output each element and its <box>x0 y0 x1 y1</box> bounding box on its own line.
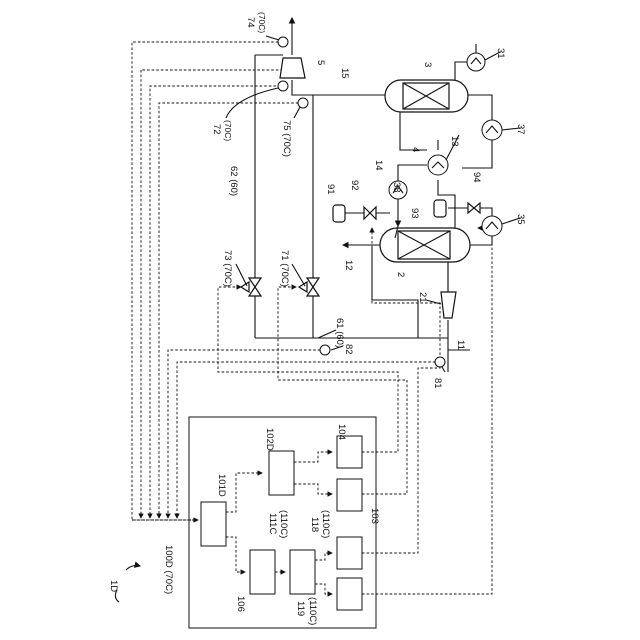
label-111c-sub: (110C) <box>278 510 289 538</box>
label-106: 106 <box>235 596 246 612</box>
label-93: 93 <box>409 208 420 219</box>
block-119 <box>337 578 362 610</box>
label-72: 72 <box>211 124 222 135</box>
block-118 <box>337 537 362 569</box>
label-119: 119 <box>295 601 306 616</box>
block-106 <box>250 550 275 594</box>
valve-94 <box>468 203 480 213</box>
pump-35 <box>482 216 502 236</box>
label-118-sub: (110C) <box>320 510 331 538</box>
label-74: 74 <box>245 17 256 28</box>
label-11: 11 <box>455 340 466 350</box>
label-103: 103 <box>369 508 380 524</box>
sensor-74 <box>278 37 288 47</box>
label-14: 14 <box>373 160 384 171</box>
label-92: 92 <box>349 180 360 191</box>
label-4: 4 <box>410 147 421 152</box>
label-94: 94 <box>471 172 482 183</box>
reactor-2 <box>380 228 470 262</box>
label-118: 118 <box>309 517 320 532</box>
label-82: 82 <box>343 344 354 355</box>
label-102d: 102D <box>264 428 275 451</box>
label-72-sub: (70C) <box>223 120 233 141</box>
label-21: 21 <box>417 292 428 303</box>
label-37: 37 <box>515 124 526 135</box>
label-104: 104 <box>336 424 347 440</box>
sensor-81 <box>435 357 445 367</box>
sensor-82 <box>320 345 330 355</box>
heat-exchanger-4 <box>428 155 448 175</box>
block-102d <box>269 451 294 495</box>
label-74-sub: (70C) <box>257 12 267 33</box>
label-75: 75 (70C) <box>281 120 292 157</box>
label-71: 71 (70C) <box>279 250 290 287</box>
label-81: 81 <box>432 378 443 389</box>
reactor-3 <box>385 80 468 112</box>
tank-93 <box>434 200 446 217</box>
block-101d <box>201 502 226 546</box>
tank-91 <box>333 205 345 222</box>
label-15: 15 <box>339 68 350 79</box>
sensor-labels: 74 (70C) 72 (70C) 75 (70C) 62 (60) 73 (7… <box>211 12 443 389</box>
figure-arrow <box>126 566 140 571</box>
label-111c: 111C <box>267 513 278 534</box>
sensor-75 <box>298 98 308 108</box>
turbine-5 <box>280 58 305 78</box>
compressor-21 <box>441 292 456 318</box>
label-101d: 101D <box>216 474 227 497</box>
valve-92 <box>364 207 376 219</box>
label-119-sub: (110C) <box>307 597 318 625</box>
label-73: 73 (70C) <box>222 250 233 287</box>
pump-37 <box>482 120 502 140</box>
cooler-31 <box>467 44 485 71</box>
sensor-72 <box>278 81 288 91</box>
label-38: 38 <box>391 182 402 193</box>
label-2: 2 <box>395 272 406 277</box>
label-62: 62 (60) <box>228 166 239 196</box>
label-91: 91 <box>325 184 336 195</box>
block-104 <box>337 436 362 468</box>
block-111c <box>290 550 315 594</box>
label-controller: 100D (70C) <box>163 545 174 594</box>
block-103 <box>337 479 362 511</box>
label-5: 5 <box>315 60 326 65</box>
label-12: 12 <box>343 260 354 271</box>
label-13: 13 <box>449 136 460 147</box>
label-3: 3 <box>422 62 433 67</box>
